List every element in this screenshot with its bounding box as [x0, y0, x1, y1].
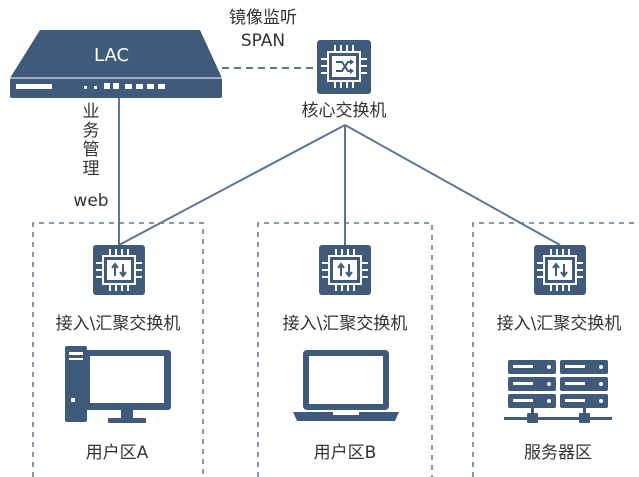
uplink-c	[344, 124, 561, 246]
server-rack-icon	[504, 360, 612, 423]
management-char: 管	[82, 140, 100, 160]
zone-label-a: 用户区A	[85, 443, 149, 463]
access-switch-label-a: 接入\汇聚交换机	[55, 314, 181, 334]
access-switch-icon	[319, 245, 371, 295]
desktop-computer-icon	[65, 346, 171, 423]
management-char: 务	[82, 121, 100, 141]
core-switch-label: 核心交换机	[301, 101, 387, 121]
zone-label-b: 用户区B	[313, 443, 377, 463]
core-switch-icon	[317, 40, 371, 94]
management-web-label: web	[73, 191, 109, 211]
access-switch-label-c: 接入\汇聚交换机	[496, 314, 622, 334]
management-char: 理	[82, 159, 100, 179]
zone-box-a	[32, 222, 204, 477]
access-switch-label-b: 接入\汇聚交换机	[282, 314, 408, 334]
mirror-label-line2: SPAN	[240, 31, 286, 51]
access-switch-icon	[93, 245, 145, 295]
lac-label: LAC	[94, 45, 130, 66]
uplink-a	[118, 124, 346, 246]
laptop-icon	[293, 350, 399, 421]
management-char: 业	[82, 102, 100, 122]
management-label: 业 务 管 理	[80, 103, 102, 179]
lac-device	[10, 30, 222, 98]
zone-label-c: 服务器区	[524, 443, 592, 463]
zone-box-c	[472, 222, 639, 477]
mirror-label-line1: 镜像监听	[229, 8, 297, 28]
access-switch-icon	[534, 245, 586, 295]
